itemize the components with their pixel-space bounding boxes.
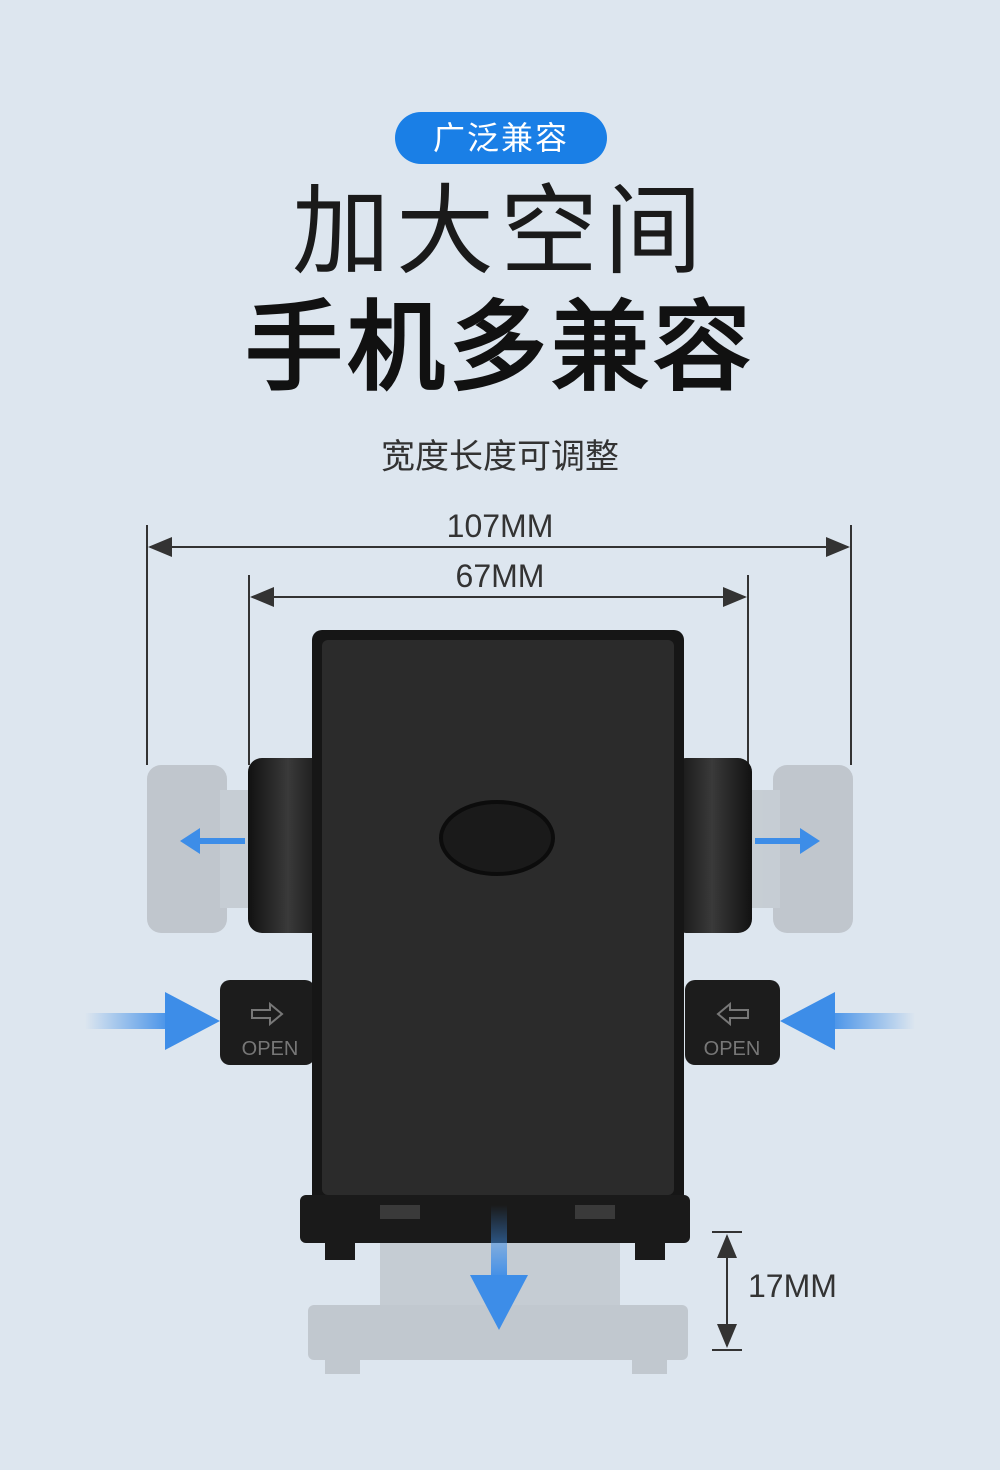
compatibility-badge: 广泛兼容 [395,112,607,164]
right-open-label: OPEN [704,1038,761,1060]
left-release-button: OPEN [220,980,315,1065]
dimension-67mm [248,575,749,765]
ghost-left-arm [147,765,250,933]
left-open-label: OPEN [242,1038,299,1060]
holder-body [312,630,684,1205]
arrow-right-icon [755,828,820,854]
push-arrow-icon [251,1001,284,1027]
push-arrow-icon [716,1001,749,1027]
dimension-17mm [712,1231,742,1351]
push-arrow-right-icon [780,992,915,1050]
right-jaw [672,758,752,933]
arrow-left-icon [180,828,245,854]
inner-width-label: 67MM [456,558,545,594]
push-arrow-left-icon [85,992,220,1050]
headline-line-1: 加大空间 [291,175,708,289]
subtitle: 宽度长度可调整 [381,437,619,477]
extension-label: 17MM [748,1268,837,1304]
dimension-107mm [146,525,852,765]
outer-width-label: 107MM [447,508,554,544]
right-release-button: OPEN [685,980,780,1065]
center-emblem [439,800,555,876]
arrow-down-icon [470,1205,528,1330]
headline-line-2: 手机多兼容 [244,291,755,405]
left-jaw [248,758,328,933]
ghost-right-arm [750,765,853,933]
